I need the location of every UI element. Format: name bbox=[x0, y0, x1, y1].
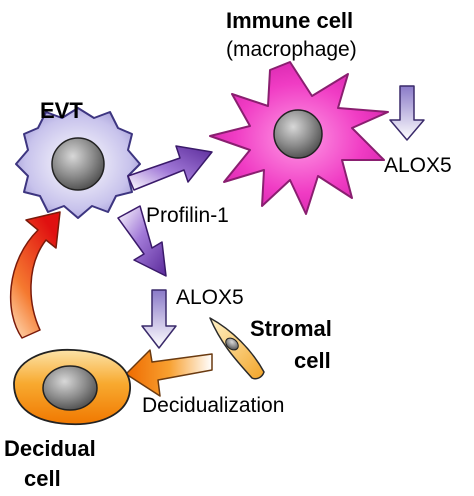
alox5-center-label: ALOX5 bbox=[176, 286, 244, 309]
immune-nucleus bbox=[273, 109, 323, 159]
stromal-label-line1: Stromal bbox=[250, 316, 332, 341]
arrow-immune-alox5 bbox=[389, 85, 425, 141]
stromal-cell bbox=[209, 317, 265, 380]
decidual-cell bbox=[13, 348, 131, 426]
arrow-evt-to-immune bbox=[127, 145, 213, 191]
immune-cell-subtitle: (macrophage) bbox=[226, 38, 357, 61]
stromal-label-line2: cell bbox=[294, 348, 331, 373]
decidual-nucleus bbox=[42, 365, 98, 411]
evt-label: EVT bbox=[40, 98, 83, 123]
profilin-label: Profilin-1 bbox=[146, 204, 229, 227]
immune-cell bbox=[209, 61, 389, 215]
decidual-label-line2: cell bbox=[24, 466, 61, 491]
evt-nucleus bbox=[51, 137, 105, 191]
immune-cell-title: Immune cell bbox=[226, 8, 353, 33]
decidualization-label: Decidualization bbox=[142, 394, 284, 417]
arrow-decidual-to-evt bbox=[9, 211, 61, 339]
arrow-alox5-down bbox=[141, 289, 177, 349]
decidual-label-line1: Decidual bbox=[4, 436, 96, 461]
arrow-evt-to-alox5 bbox=[117, 205, 167, 277]
evt-cell bbox=[15, 107, 141, 219]
arrow-decidualization bbox=[125, 349, 213, 397]
alox5-immune-label: ALOX5 bbox=[384, 154, 452, 177]
stromal-nucleus bbox=[225, 337, 239, 351]
